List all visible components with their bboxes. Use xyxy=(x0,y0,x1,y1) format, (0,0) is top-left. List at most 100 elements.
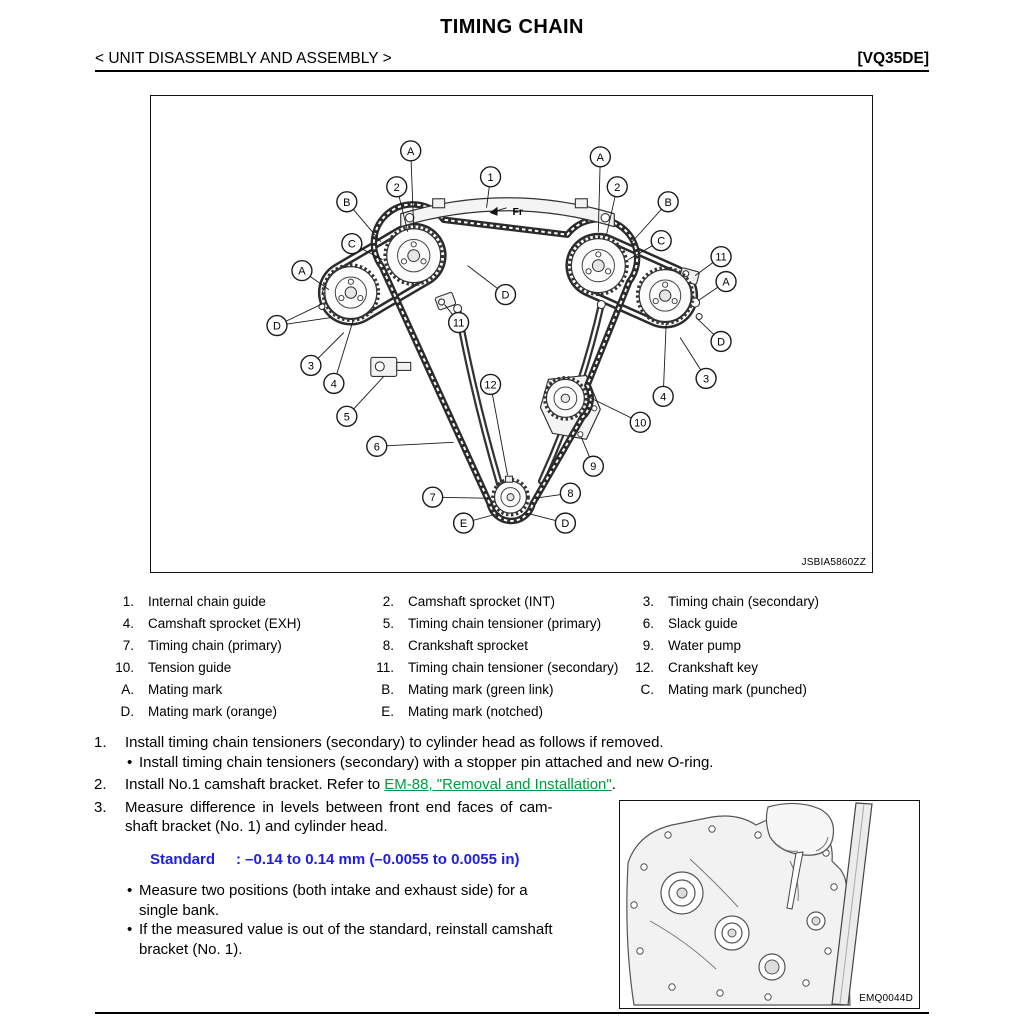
diagram-callout: 2 xyxy=(605,176,628,236)
diagram-callout: C xyxy=(628,230,672,261)
engine-code: [VQ35DE] xyxy=(857,50,930,67)
legend-item: 12.Crankshaft key xyxy=(635,660,759,675)
svg-text:11: 11 xyxy=(453,318,464,330)
bullet-icon: • xyxy=(127,921,133,938)
page-header: < UNIT DISASSEMBLY AND ASSEMBLY > [VQ35D… xyxy=(95,46,929,68)
feeler-gauge xyxy=(786,851,804,910)
svg-text:A: A xyxy=(722,277,730,289)
em-88-link[interactable]: EM-88, "Removal and Installation" xyxy=(384,776,612,793)
diagram-callout: 9 xyxy=(580,437,605,477)
svg-text:6: 6 xyxy=(374,441,380,453)
page-title: TIMING CHAIN xyxy=(440,16,584,38)
diagram-callout: 12 xyxy=(479,373,508,476)
svg-text:B: B xyxy=(343,197,350,209)
step-text-after-link: . xyxy=(611,776,616,793)
diagram-callout: 10 xyxy=(587,395,651,433)
legend-item: 1.Internal chain guide xyxy=(122,594,266,609)
diagram-callout: 11 xyxy=(444,304,470,334)
diagram-callout: D xyxy=(526,512,577,534)
diagram-callout: A xyxy=(697,270,737,301)
diagram-callout: 4 xyxy=(323,321,354,395)
bullet-text: Install timing chain tensioners (seconda… xyxy=(139,753,714,771)
diagram-callout: A xyxy=(291,259,330,290)
legend-item: A.Mating mark xyxy=(121,682,223,697)
diagram-callout: D xyxy=(695,317,732,353)
legend-item: 7.Timing chain (primary) xyxy=(122,638,282,653)
svg-text:4: 4 xyxy=(331,378,337,390)
svg-text:5: 5 xyxy=(344,411,350,423)
svg-text:10: 10 xyxy=(634,417,646,429)
diagram-callout: B xyxy=(336,191,382,242)
svg-text:A: A xyxy=(407,146,415,158)
svg-text:C: C xyxy=(657,236,665,248)
step-text-line: Measure difference in levels between fro… xyxy=(125,798,553,816)
timing-chain-tensioner-secondary-left xyxy=(434,291,457,311)
svg-text:4: 4 xyxy=(660,391,666,403)
svg-text:7: 7 xyxy=(430,492,436,504)
svg-text:D: D xyxy=(502,290,510,302)
cover-bolts xyxy=(630,825,838,1001)
figure-id: JSBIA5860ZZ xyxy=(801,557,866,568)
svg-text:2: 2 xyxy=(614,182,620,194)
legend-item: 9.Water pump xyxy=(642,638,742,653)
diagram-callout: 5 xyxy=(336,376,385,428)
sprockets xyxy=(321,225,695,517)
camshaft-sprocket-exh-right xyxy=(635,266,695,325)
svg-text:8: 8 xyxy=(567,488,573,500)
legend-item: 3.Timing chain (secondary) xyxy=(642,594,820,609)
bottom-rule xyxy=(95,1012,929,1014)
fr-arrow-icon xyxy=(489,206,498,216)
bullet-icon: • xyxy=(127,882,133,899)
diagram-callout: B xyxy=(631,191,679,242)
bullet-item: • Measure two positions (both intake and… xyxy=(127,881,553,920)
step-3: 3. Measure difference in levels between … xyxy=(94,798,930,960)
step-text: Install timing chain tensioners (seconda… xyxy=(125,734,664,751)
water-pump-sprocket xyxy=(543,376,588,421)
bullet-icon: • xyxy=(127,753,133,771)
bullet-item: • If the measured value is out of the st… xyxy=(127,920,553,959)
svg-text:D: D xyxy=(273,321,281,333)
legend-item: 4.Camshaft sprocket (EXH) xyxy=(122,616,302,631)
diagram-callout: A xyxy=(589,146,611,232)
diagram-callout: 4 xyxy=(652,323,674,408)
bullet-text-line: single bank. xyxy=(139,901,220,919)
legend-item: E.Mating mark (notched) xyxy=(381,704,544,719)
svg-text:3: 3 xyxy=(308,360,314,372)
bullet-text-line: bracket (No. 1). xyxy=(139,940,243,958)
svg-text:A: A xyxy=(597,152,605,164)
step-number: 2. xyxy=(94,776,107,793)
camshaft-sprocket-int-right xyxy=(567,235,629,296)
svg-text:D: D xyxy=(561,518,569,530)
diagram-callout: 8 xyxy=(535,482,582,504)
step-number: 1. xyxy=(94,734,107,751)
bullet-text-line: If the measured value is out of the stan… xyxy=(139,921,553,938)
diagram-callout: 6 xyxy=(366,435,454,457)
section-subtitle: < UNIT DISASSEMBLY AND ASSEMBLY > xyxy=(95,50,392,67)
timing-chain-tensioner-primary xyxy=(370,356,412,377)
svg-text:2: 2 xyxy=(394,182,400,194)
diagram-callout: 2 xyxy=(386,176,409,232)
procedure-steps: 1. Install timing chain tensioners (seco… xyxy=(94,733,930,962)
svg-text:3: 3 xyxy=(703,373,709,385)
diagram-callout: E xyxy=(452,512,500,534)
legend-item: 8.Crankshaft sprocket xyxy=(382,638,529,653)
legend-item: 6.Slack guide xyxy=(642,616,738,631)
fr-label: Fr xyxy=(512,207,522,218)
svg-text:9: 9 xyxy=(590,461,596,473)
diagram-callout: 11 xyxy=(694,245,732,276)
hand xyxy=(765,802,835,856)
svg-text:C: C xyxy=(348,239,356,251)
legend-item: 5.Timing chain tensioner (primary) xyxy=(382,616,602,631)
standard-spec: Standard: –0.14 to 0.14 mm (–0.0055 to 0… xyxy=(150,850,553,870)
step-text-before-link: Install No.1 camshaft bracket. Refer to xyxy=(125,776,385,793)
bullet-text-line: Measure two positions (both intake and e… xyxy=(139,882,528,899)
diagram-callout: D xyxy=(266,303,331,337)
standard-value: : –0.14 to 0.14 mm (–0.0055 to 0.0055 in… xyxy=(236,850,520,868)
legend-item: 11.Timing chain tensioner (secondary) xyxy=(376,660,619,675)
svg-text:11: 11 xyxy=(715,252,726,264)
diagram-callout: 3 xyxy=(679,337,717,390)
